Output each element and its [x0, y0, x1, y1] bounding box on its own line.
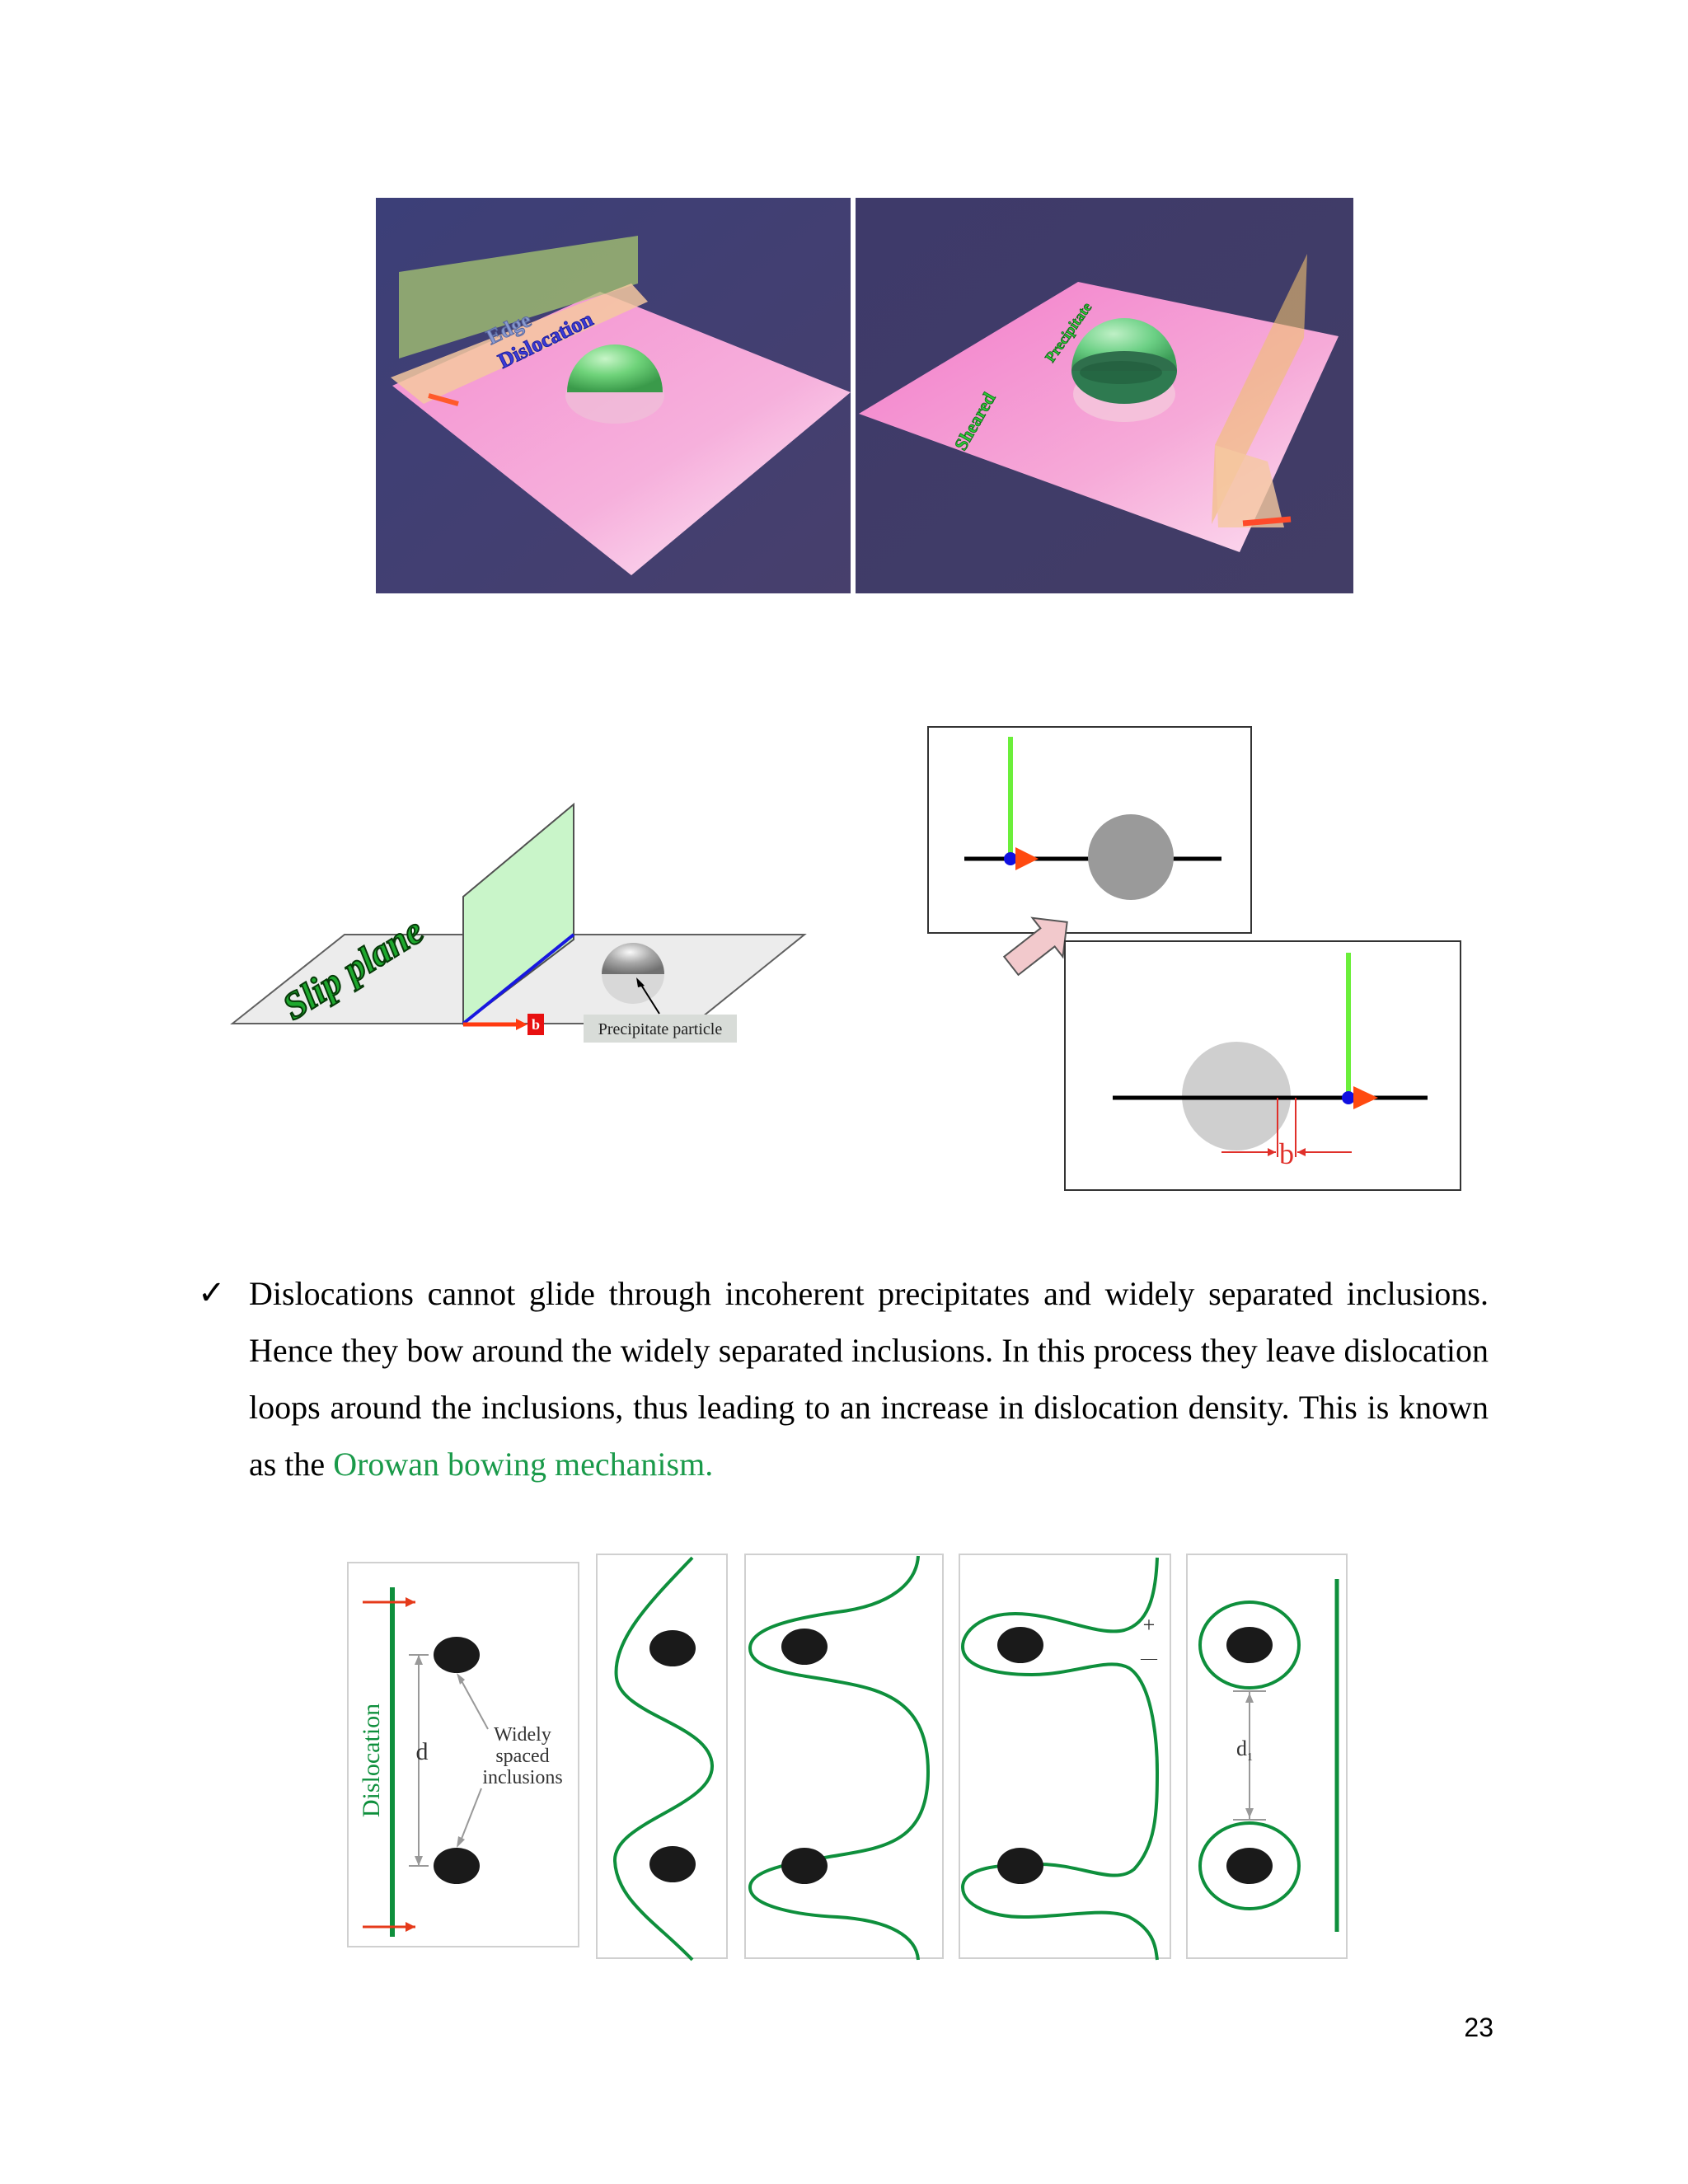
- orowan-bowing-diagram: d Widely spaced inclusions Dislocation +…: [340, 1549, 1348, 1965]
- plus-sign-label: +: [1143, 1613, 1156, 1637]
- final-spacing-d: d: [1236, 1736, 1247, 1760]
- minus-sign-label: —: [1140, 1649, 1158, 1667]
- final-spacing-subscript: 1: [1247, 1751, 1253, 1764]
- inclusions-label-line2: spaced: [495, 1746, 549, 1767]
- orowan-paragraph: Dislocations cannot glide through incohe…: [249, 1265, 1489, 1493]
- final-spacing-label: d1: [1236, 1736, 1253, 1764]
- slip-plane-diagram: b Precipitate particle Slip plane: [223, 791, 816, 1055]
- particle-cutting-diagram: b: [923, 724, 1467, 1195]
- page-number: 23: [1464, 2013, 1493, 2042]
- inclusions-label-line1: Widely: [494, 1724, 551, 1746]
- checkmark-bullet-icon: ✓: [198, 1274, 226, 1312]
- inclusions-label-line3: inclusions: [482, 1767, 562, 1788]
- spacing-d-label: d: [416, 1738, 429, 1765]
- burgers-vector-label: b: [532, 1016, 540, 1033]
- cutting-burgers-label: b: [1279, 1137, 1294, 1170]
- paragraph-text: Dislocations cannot glide through incohe…: [249, 1275, 1489, 1483]
- sheared-precipitate-render: Precipitate Sheared: [856, 198, 1353, 593]
- orowan-mechanism-link-text: Orowan bowing mechanism.: [333, 1446, 714, 1483]
- precipitate-particle-label: Precipitate particle: [598, 1020, 723, 1038]
- dislocation-axis-label: Dislocation: [358, 1704, 385, 1817]
- edge-dislocation-render: Edge Dislocation: [376, 198, 851, 593]
